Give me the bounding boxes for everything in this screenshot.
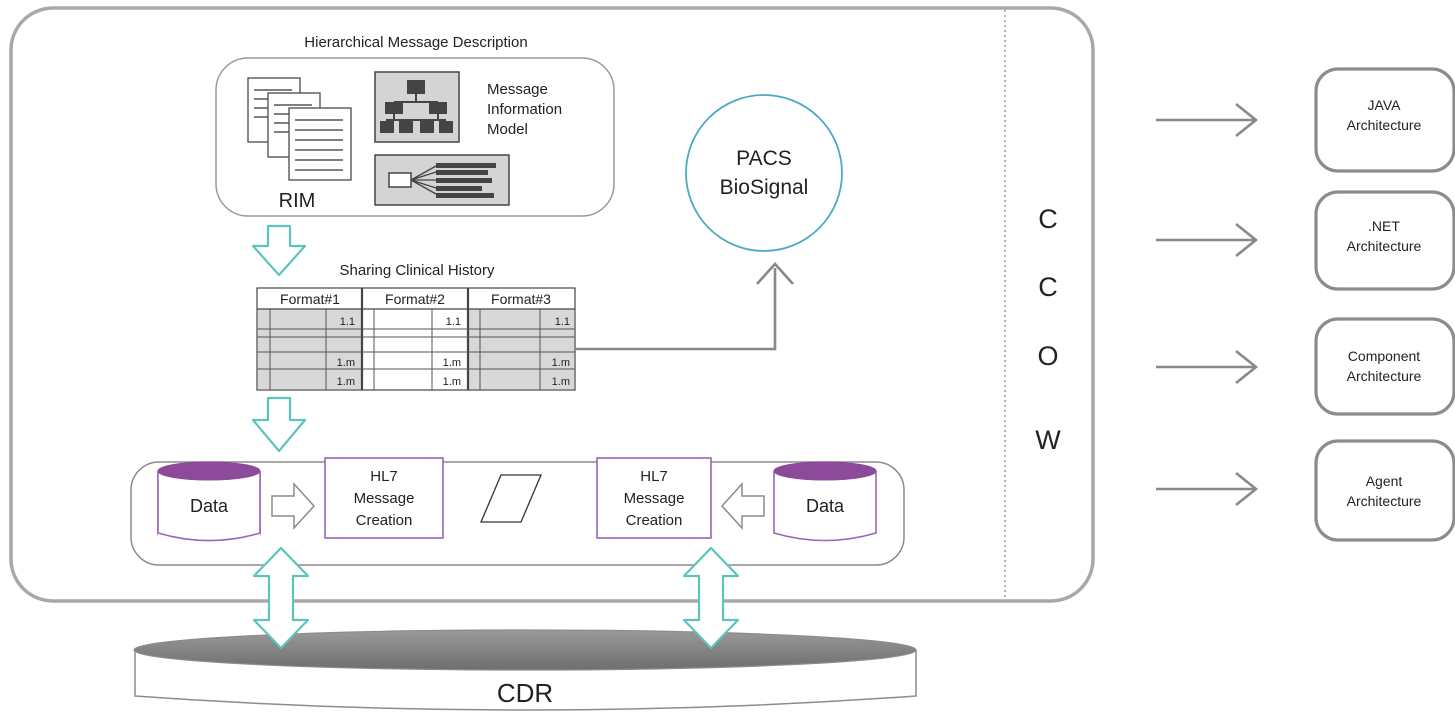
parallelogram-icon: [480, 474, 542, 523]
sharing-title: Sharing Clinical History: [339, 262, 495, 279]
model-label-line2: Information: [487, 101, 562, 118]
biosignal-label: BioSignal: [720, 176, 809, 199]
hl7-label: Creation: [356, 512, 413, 529]
cdr-database: CDR: [133, 629, 917, 711]
data-label: Data: [806, 496, 845, 516]
hl7-label: HL7: [370, 468, 398, 485]
bidirectional-arrow-icon: [252, 546, 310, 650]
left-hollow-arrow-icon: [720, 482, 765, 530]
table-cell: 1.m: [552, 376, 570, 388]
architecture-component: Component Architecture: [1314, 317, 1455, 416]
architecture-title: Component: [1348, 348, 1420, 364]
data-label: Data: [190, 496, 229, 516]
hl7-label: Message: [624, 490, 685, 507]
hl7-label: Message: [354, 490, 415, 507]
architecture-java: JAVA Architecture: [1314, 67, 1455, 173]
hl7-label: Creation: [626, 512, 683, 529]
hl7-message-box-right: [596, 457, 712, 539]
table-cell: 1.m: [443, 376, 461, 388]
pacs-circle: [685, 94, 843, 252]
table-to-pacs-arrow: [575, 268, 777, 351]
message-structure-icon: [374, 154, 510, 206]
architecture-title: .NET: [1368, 218, 1400, 234]
architecture-subtitle: Architecture: [1347, 493, 1422, 509]
ccow-letter-w: W: [1035, 425, 1061, 455]
architecture-arrows: [1156, 102, 1259, 507]
right-hollow-arrow-icon: [271, 482, 316, 530]
cdr-label: CDR: [497, 678, 553, 708]
architecture-title: JAVA: [1368, 97, 1402, 113]
pacs-label: PACS: [736, 147, 792, 170]
data-cylinder-left: Data: [157, 461, 261, 542]
format-3-header: Format#3: [491, 291, 551, 307]
documents-icon: [247, 77, 352, 181]
architecture-title: Agent: [1366, 473, 1403, 489]
bidirectional-arrow-icon: [682, 546, 740, 650]
down-arrow-icon: [251, 224, 307, 277]
architecture-subtitle: Architecture: [1347, 117, 1422, 133]
table-cell: 1.m: [337, 357, 355, 369]
down-arrow-icon: [251, 396, 307, 453]
hierarchical-title: Hierarchical Message Description: [304, 34, 527, 51]
hierarchy-tree-icon: [374, 71, 460, 143]
format-2-header: Format#2: [385, 291, 445, 307]
model-label-line3: Model: [487, 121, 528, 138]
architecture-dotnet: .NET Architecture: [1314, 190, 1455, 291]
architecture-subtitle: Architecture: [1347, 368, 1422, 384]
table-cell: 1.m: [337, 376, 355, 388]
format-1-header: Format#1: [280, 291, 340, 307]
architecture-subtitle: Architecture: [1347, 238, 1422, 254]
ccow-letter-c1: C: [1038, 204, 1058, 234]
hl7-label: HL7: [640, 468, 668, 485]
arrow-head-icon: [756, 262, 794, 285]
table-cell: 1.1: [340, 316, 355, 328]
ccow-letter-o: O: [1037, 341, 1058, 371]
clinical-history-table: Format#1 Format#2 Format#3 1.1 1.m 1.m 1…: [256, 287, 576, 391]
ccow-label: C C O W: [1035, 204, 1061, 455]
architecture-agent: Agent Architecture: [1314, 439, 1455, 542]
table-cell: 1.m: [552, 357, 570, 369]
table-cell: 1.m: [443, 357, 461, 369]
ccow-letter-c2: C: [1038, 272, 1058, 302]
table-cell: 1.1: [446, 316, 461, 328]
data-cylinder-right: Data: [773, 461, 877, 542]
rim-label: RIM: [279, 190, 316, 212]
model-label-line1: Message: [487, 81, 548, 98]
table-cell: 1.1: [555, 316, 570, 328]
hl7-message-box-left: [324, 457, 444, 539]
